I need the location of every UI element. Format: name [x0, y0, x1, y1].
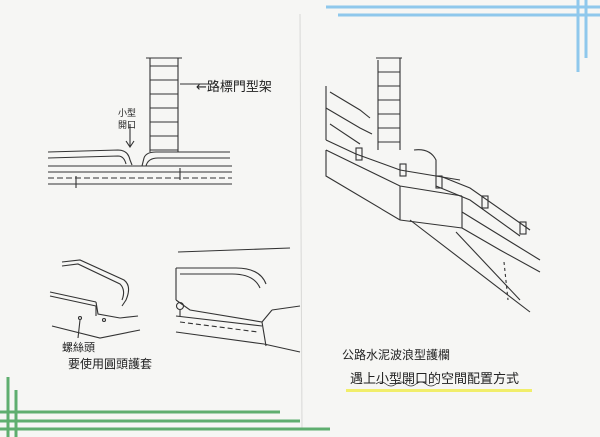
paper-fold — [299, 13, 303, 431]
caption-highlight — [346, 389, 532, 392]
caption-wavy-underline — [375, 381, 437, 387]
bolt-detail-view — [49, 259, 141, 339]
bolt-head-label: 螺絲頭 — [62, 341, 95, 354]
opening-perspective-view — [175, 247, 301, 353]
small-opening-label-line2: 開口 — [118, 121, 137, 131]
bolt-note-label: 要使用圓頭護套 — [68, 357, 153, 371]
green-frame-decoration — [0, 377, 330, 437]
caption-line2: 遇上小型開口的空間配置方式 — [350, 372, 520, 387]
caption-line1: 公路水泥波浪型護欄 — [342, 348, 451, 362]
small-opening-label-line1: 小型 — [118, 109, 137, 119]
gantry-label: ←路標門型架 — [196, 80, 272, 95]
blue-frame-decoration — [326, 0, 600, 72]
isometric-view — [325, 57, 541, 313]
elevation-view — [47, 57, 232, 188]
